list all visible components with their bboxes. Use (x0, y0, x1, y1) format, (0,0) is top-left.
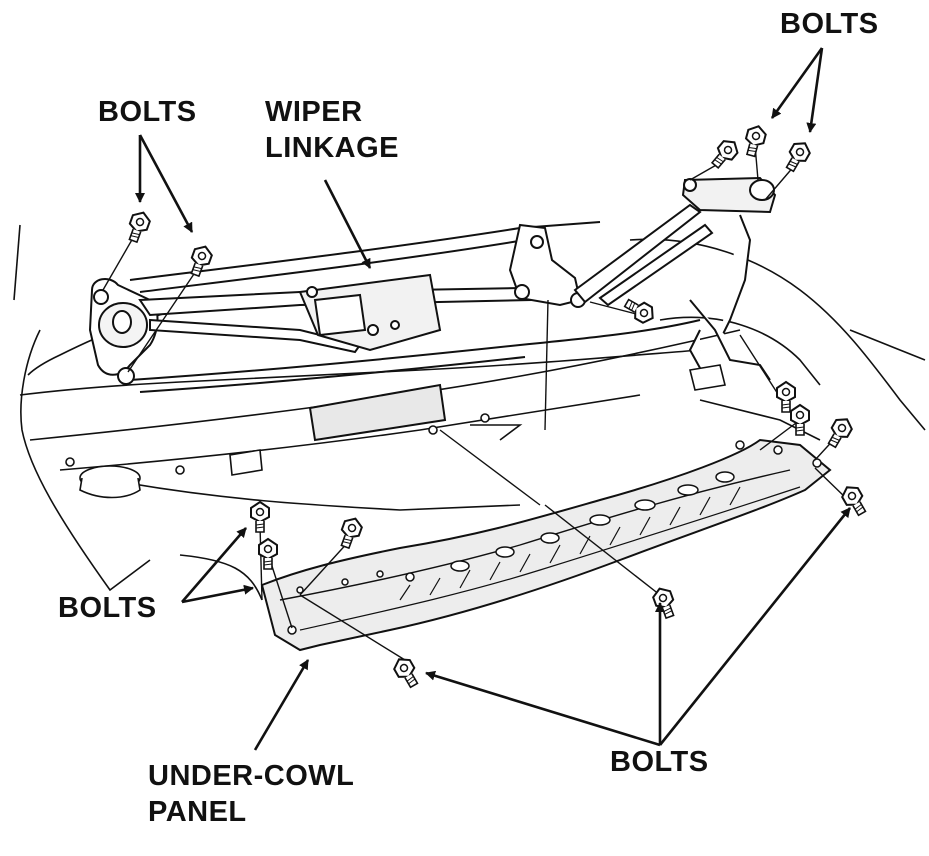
wiper-linkage-label-line2: LINKAGE (265, 132, 399, 164)
wiper-linkage-label-line1: WIPER (265, 96, 363, 128)
bolts-label-bottom-right: BOLTS (610, 746, 709, 778)
under-cowl-label-line1: UNDER-COWL (148, 760, 355, 792)
wiper-linkage-assembly (88, 176, 777, 385)
bolt-leader-lines (102, 144, 849, 661)
bolts-label-top-left: BOLTS (98, 96, 197, 128)
under-cowl-panel (260, 438, 832, 652)
under-cowl-label-line2: PANEL (148, 796, 247, 828)
bolts-label-middle-left: BOLTS (58, 592, 157, 624)
bolts-label-top-right: BOLTS (780, 8, 879, 40)
engine-bay-details (65, 364, 726, 499)
callout-arrows (135, 47, 852, 751)
cowl-beam (129, 221, 701, 442)
